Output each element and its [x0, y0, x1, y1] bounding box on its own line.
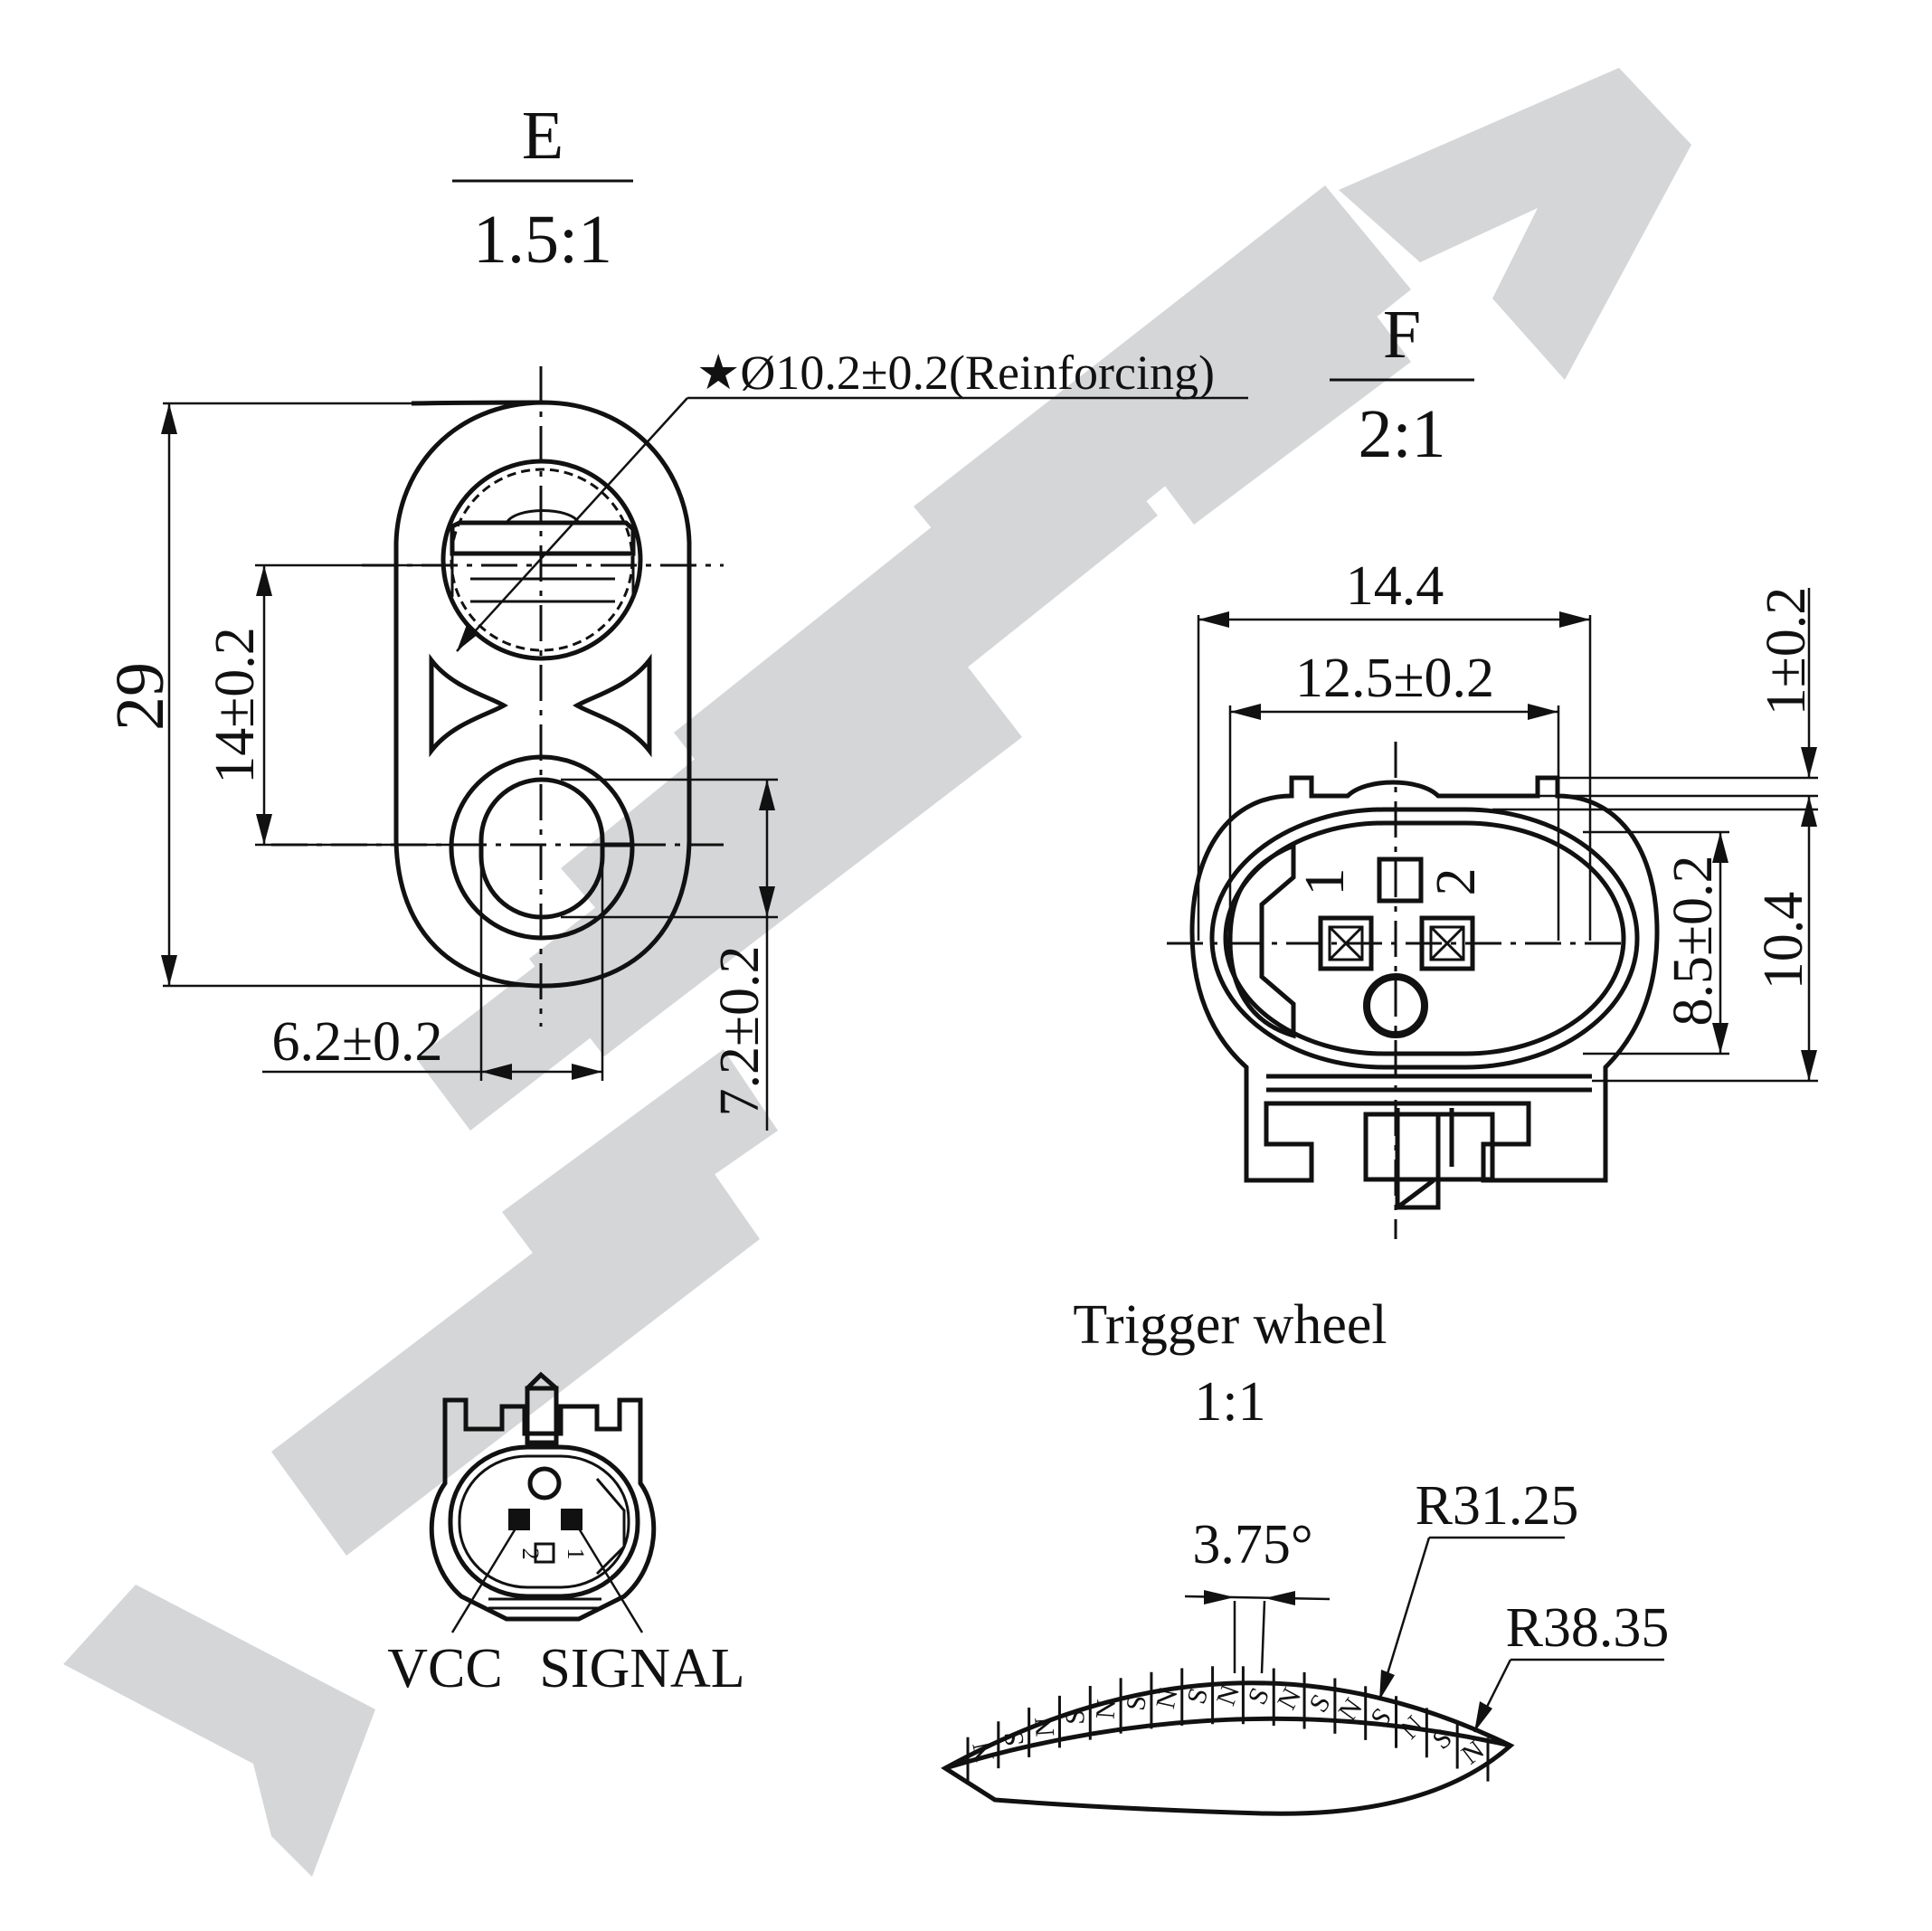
pinout-center-circle: [527, 1466, 562, 1500]
pole-label: N: [1029, 1716, 1061, 1737]
trigger-wheel-scale: 1:1: [1194, 1371, 1265, 1433]
pinout-pin-2-contact: [508, 1509, 530, 1530]
pole-label: N: [1091, 1699, 1122, 1720]
pinout-pin-1-contact: [561, 1509, 582, 1530]
view-f: F 2:1 1 2 14.4: [1167, 297, 1818, 1239]
left-triangle: [429, 653, 508, 758]
right-triangle: [573, 653, 652, 758]
pole-label: S: [1121, 1693, 1152, 1712]
vcc-label: VCC: [387, 1638, 502, 1699]
pole-label: N: [1394, 1710, 1429, 1746]
dim-top-offset-text: 1±0.2: [1756, 587, 1817, 716]
angle-text: 3.75°: [1192, 1514, 1312, 1576]
flange-outline: [393, 400, 692, 989]
view-f-pin-2: 2: [1425, 868, 1487, 896]
view-e-label: E: [522, 98, 564, 174]
locking-tab: [1363, 1112, 1495, 1182]
pinout-pin-2: 2: [517, 1548, 544, 1560]
pole-label: N: [1272, 1683, 1307, 1715]
pole-label: S: [1303, 1689, 1337, 1718]
inner-radius-text: R31.25: [1416, 1475, 1579, 1537]
view-e-scale: 1.5:1: [473, 202, 612, 278]
dim-outer-height-text: 10.4: [1753, 892, 1814, 990]
view-f-pin-1: 1: [1294, 868, 1356, 896]
center-pin-circle: [1363, 973, 1428, 1038]
pin-square-top: [1377, 857, 1424, 904]
dim-slot-height-text: 7.2±0.2: [709, 945, 771, 1116]
view-e: E 1.5:1 29 14±0.2: [102, 98, 1248, 1131]
pinout-pin-1: 1: [563, 1548, 589, 1560]
pole-label: S: [1060, 1709, 1090, 1725]
pole-label: S: [999, 1728, 1030, 1747]
wheel-segment-outline: [941, 1680, 1515, 1816]
dim-outer-width-text: 14.4: [1346, 555, 1444, 617]
dim-inner-height-text: 8.5±0.2: [1662, 855, 1724, 1026]
pole-label: S: [1365, 1702, 1397, 1733]
outer-radius-text: R38.35: [1506, 1597, 1670, 1659]
connector-pinout: 2 1 VCC SIGNAL: [387, 1371, 745, 1699]
dim-inner-width-text: 12.5±0.2: [1295, 648, 1494, 709]
dim-slot-width-text: 6.2±0.2: [271, 1011, 442, 1073]
watermark-logo: [63, 68, 1691, 1877]
reinforcing-callout: ★Ø10.2±0.2(Reinforcing): [696, 345, 1215, 400]
trigger-wheel-title: Trigger wheel: [1073, 1294, 1387, 1356]
view-f-label: F: [1383, 297, 1421, 373]
pole-label: S: [1426, 1723, 1457, 1756]
pole-label: N: [967, 1739, 1000, 1765]
view-f-scale: 2:1: [1358, 396, 1445, 472]
signal-label: SIGNAL: [539, 1638, 744, 1699]
dim-hole-spacing-text: 14±0.2: [204, 627, 266, 784]
dim-height-text: 29: [102, 662, 178, 731]
pole-label: S: [1242, 1683, 1275, 1709]
